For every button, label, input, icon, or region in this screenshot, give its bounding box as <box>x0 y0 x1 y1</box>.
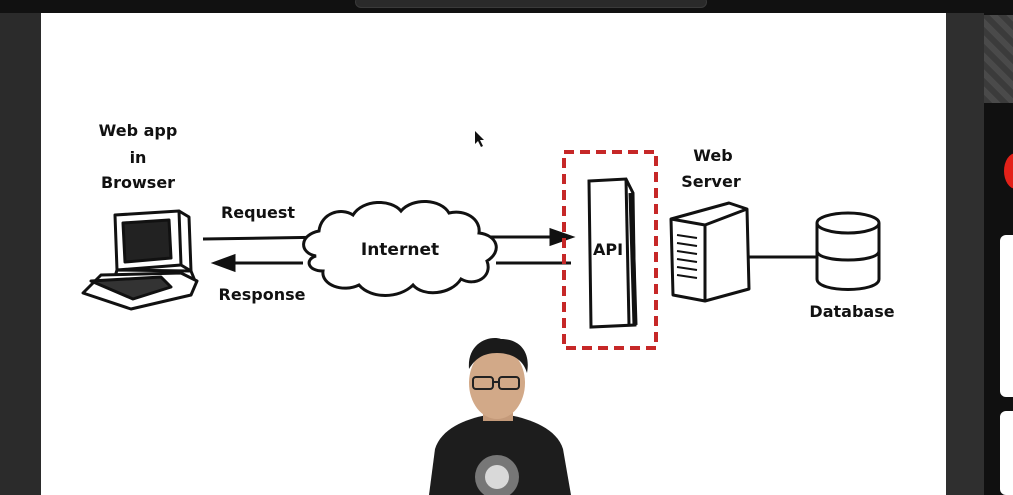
video-frame[interactable]: Web app in Browser Request <box>41 13 946 495</box>
response-label: Response <box>219 285 306 304</box>
left-gutter <box>0 13 41 495</box>
api-pillar <box>587 177 638 329</box>
right-gutter <box>946 13 984 495</box>
database-label: Database <box>809 302 894 321</box>
request-label: Request <box>221 203 295 222</box>
progress-pill[interactable] <box>355 0 707 8</box>
api-label: API <box>593 240 623 259</box>
computer-icon <box>81 209 199 311</box>
top-bar <box>0 0 1013 13</box>
record-indicator-icon <box>1004 153 1013 189</box>
database-icon <box>815 211 881 291</box>
presenter-figure <box>429 338 571 495</box>
response-arrow <box>210 253 571 273</box>
server-label-line1: Web <box>693 146 732 165</box>
api-diagram: Web app in Browser Request <box>81 121 895 495</box>
right-sidebar <box>984 13 1013 495</box>
internet-cloud <box>302 200 498 297</box>
internet-label: Internet <box>361 240 439 260</box>
side-card[interactable] <box>1000 235 1013 397</box>
side-card[interactable] <box>1000 411 1013 495</box>
server-label-line2: Server <box>681 172 741 191</box>
web-server-icon <box>669 201 751 303</box>
mouse-cursor-icon <box>475 131 484 147</box>
client-label-line3: Browser <box>101 173 175 192</box>
video-thumbnail[interactable] <box>984 15 1013 103</box>
client-label-line2: in <box>130 148 147 167</box>
client-label-line1: Web app <box>99 121 178 140</box>
